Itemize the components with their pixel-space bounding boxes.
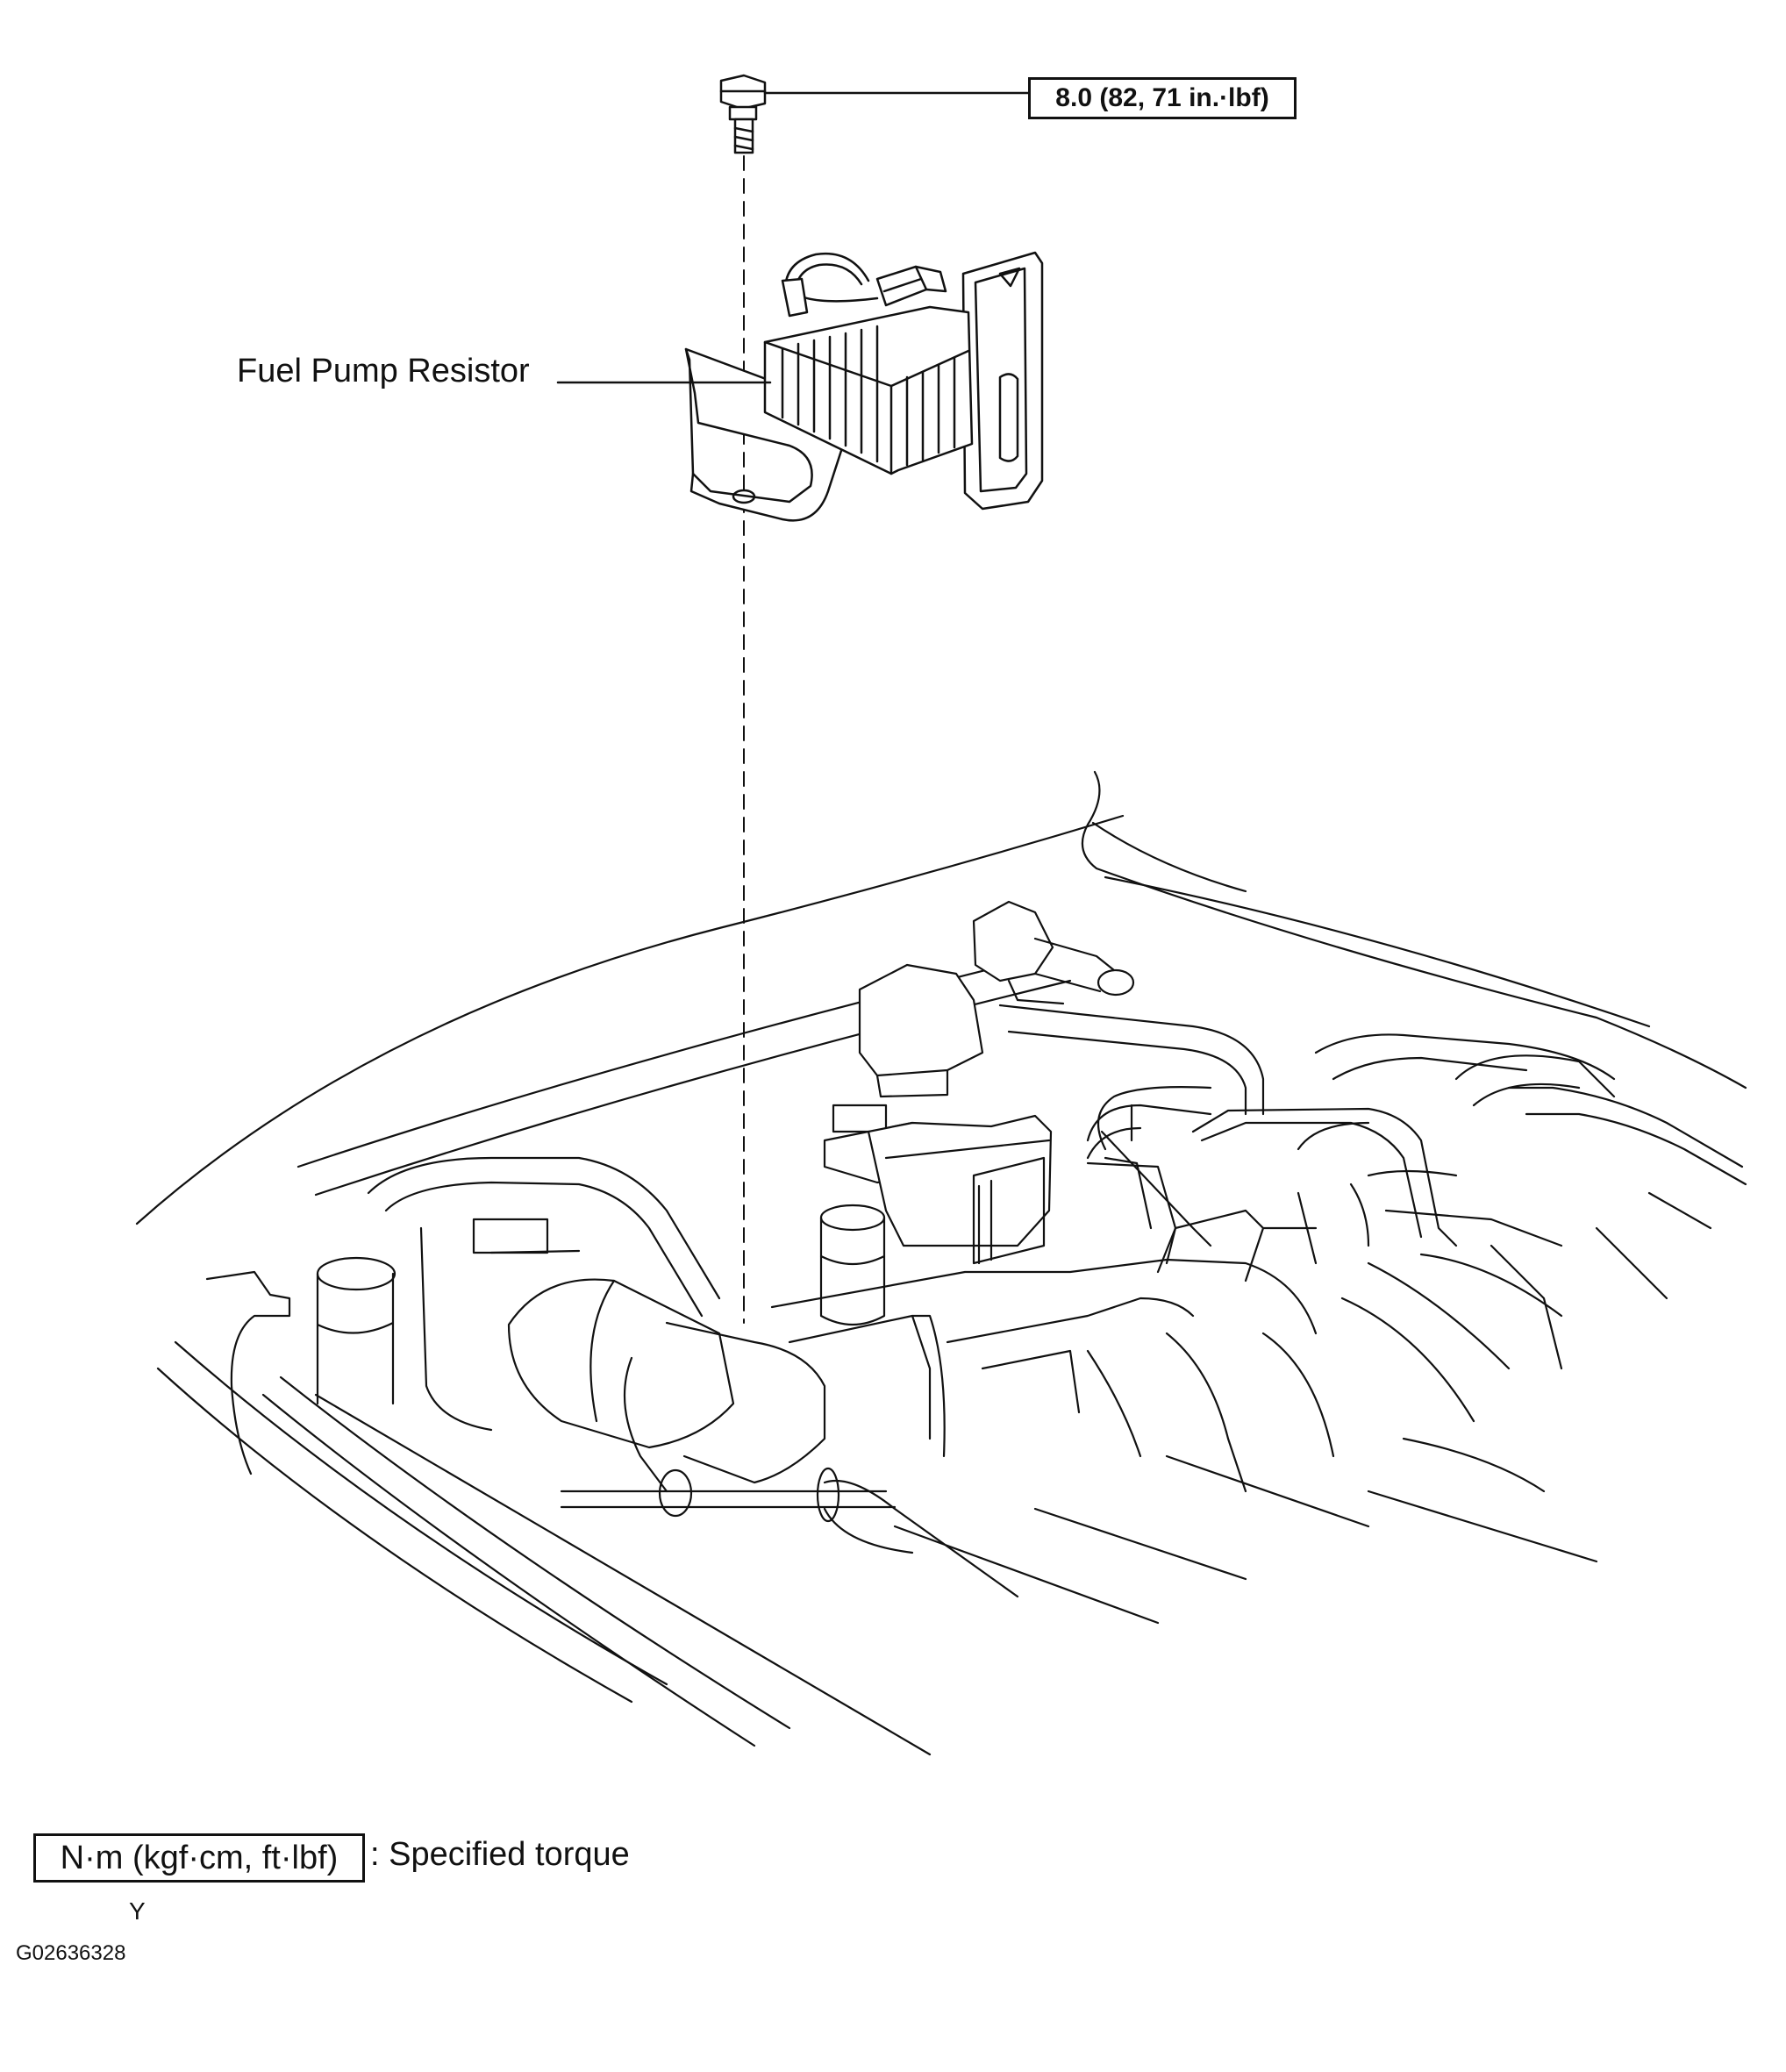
fuel-pump-resistor [684, 251, 1044, 522]
figure-code: G02636328 [16, 1941, 126, 1965]
torque-specification-box: 8.0 (82, 71 in.·lbf) [1028, 77, 1297, 119]
engine-bay [135, 770, 1747, 1756]
bolt [719, 74, 767, 154]
legend-description: : Specified torque [370, 1836, 630, 1873]
orientation-mark: Y [129, 1897, 146, 1925]
legend-unit-box: N·m (kgf·cm, ft·lbf) [33, 1833, 365, 1883]
fuel-pump-resistor-label: Fuel Pump Resistor [237, 353, 530, 389]
